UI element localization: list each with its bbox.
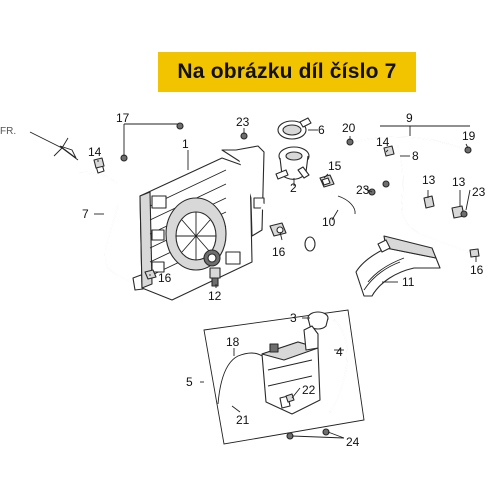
callout-14-right: 14 [376,135,390,149]
callout-5: 5 [186,375,193,389]
callout-11: 11 [402,275,415,289]
part-16-clamp-right [469,248,480,258]
callout-4: 4 [336,345,343,359]
callout-8: 8 [412,149,419,163]
callout-17: 17 [116,111,130,125]
callout-10: 10 [322,215,336,229]
part-23-screws [240,132,468,218]
part-13-bracket-left [423,195,435,209]
callout-22: 22 [302,383,316,397]
callout-16-left: 16 [158,271,172,285]
callout-14-left: 14 [88,145,102,159]
leader-lines [94,123,477,439]
callout-16-right: 16 [470,263,484,277]
part-4-hose [329,319,349,413]
part-16-clamp-middle [269,222,287,237]
callout-6: 6 [318,123,325,137]
part-1-radiator [139,145,265,301]
callout-19: 19 [462,129,476,143]
part-2-thermostat-housing [275,146,310,180]
part-5-reservoir-group [203,309,365,445]
part-9-overflow-tube [351,136,472,154]
part-14-clamp-right [383,145,395,157]
callout-7: 7 [82,207,89,221]
callout-16-middle: 16 [272,245,286,259]
callout-23-top: 23 [236,115,250,129]
part-12-temperature-sensor [209,267,221,287]
banner-text: Na obrázku díl číslo 7 [177,60,397,83]
callout-labels: 1 2 3 4 5 6 7 8 9 10 11 12 13 13 14 14 1… [82,111,486,449]
callout-13-left: 13 [422,173,436,187]
part-14-clamp-left [93,157,105,169]
part-11-shroud [355,235,441,297]
callout-3: 3 [290,311,297,325]
part-22-bracket [285,393,295,403]
callout-24: 24 [346,435,360,449]
callout-1: 1 [182,137,189,151]
callout-2: 2 [290,181,297,195]
part-17-bolts [120,122,184,162]
callout-21: 21 [236,413,250,427]
part-number-banner: Na obrázku díl číslo 7 [158,52,416,92]
callout-13-right: 13 [452,175,466,189]
callout-20: 20 [342,121,356,135]
front-direction-label: FR. [0,126,16,137]
callout-18: 18 [226,335,240,349]
callout-23-middle: 23 [356,183,370,197]
callout-9: 9 [406,111,413,125]
part-18-strap [217,352,263,405]
part-7-hose [77,163,148,291]
callout-12: 12 [208,289,222,303]
callout-15: 15 [328,159,342,173]
coolant-reservoir-tank [261,325,321,415]
part-8-hose [397,145,469,253]
part-3-reservoir-cap [307,311,329,330]
front-direction-arrow: FR. [0,126,79,161]
part-6-clamp [277,117,312,140]
part-10-hose [260,187,362,254]
callout-23-right: 23 [472,185,486,199]
part-15-clamp [319,174,335,188]
part-16-clamp-left [144,269,157,280]
